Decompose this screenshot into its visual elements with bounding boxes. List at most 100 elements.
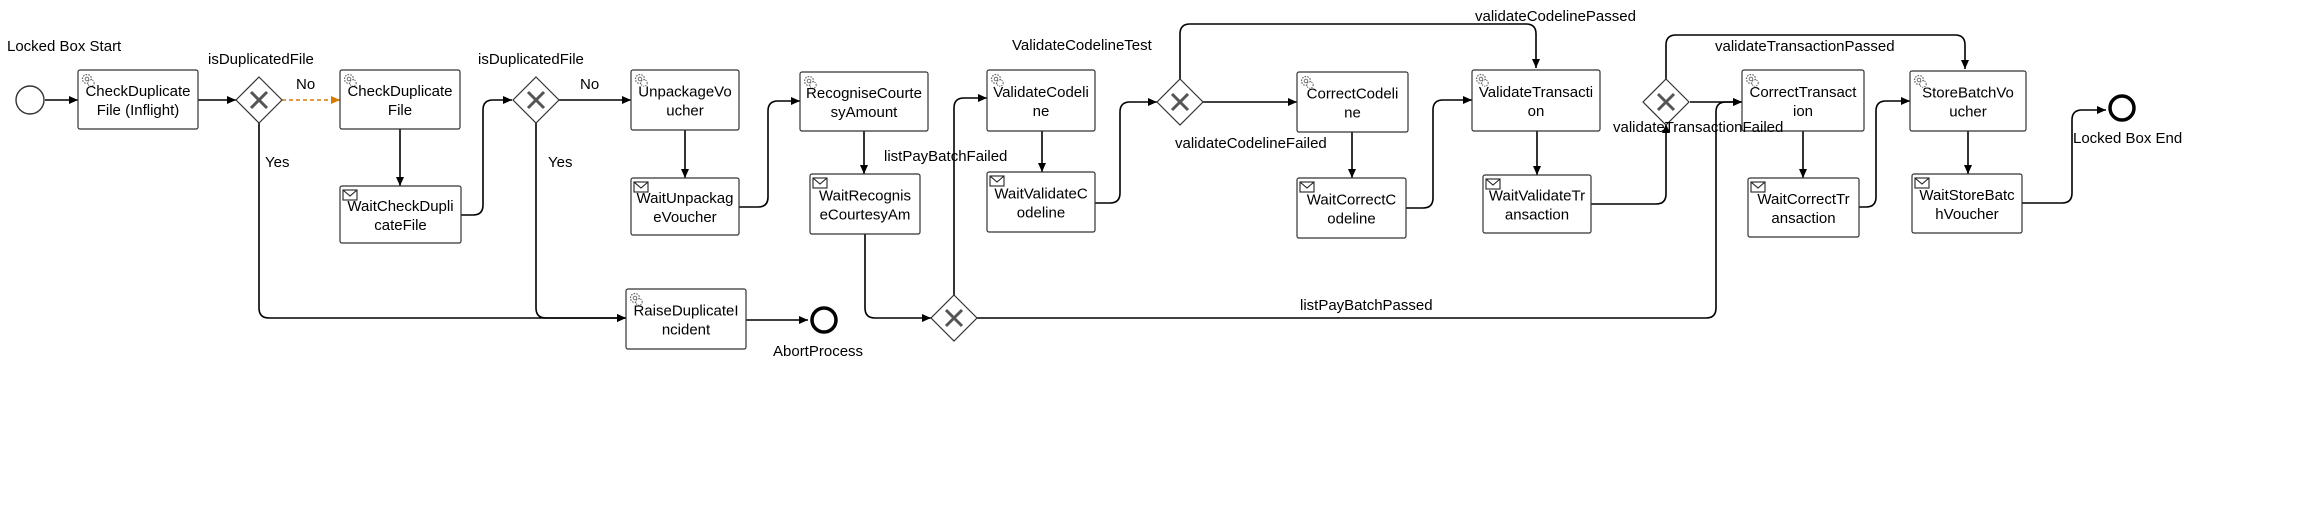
envelope-icon <box>342 189 358 201</box>
envelope-icon <box>1299 181 1315 193</box>
gateway-g2[interactable] <box>512 76 560 124</box>
flow-t10-to-g4[interactable] <box>1095 98 1157 204</box>
gateway-g5[interactable] <box>1642 78 1690 126</box>
flow-t5-to-t7[interactable] <box>739 97 800 208</box>
task-label-line: cateFile <box>374 217 427 234</box>
task-box[interactable] <box>1911 173 2023 234</box>
exclusive-x-icon <box>944 308 964 328</box>
task-label-line: hVoucher <box>1935 206 1998 223</box>
task-label-line: ansaction <box>1505 207 1569 224</box>
task-label-line: odeline <box>1017 205 1065 222</box>
envelope-icon <box>1914 177 1930 189</box>
task-t4[interactable]: UnpackageVo ucher <box>630 69 740 131</box>
flow-t12-to-t13[interactable] <box>1406 96 1472 209</box>
task-label-line: ansaction <box>1771 210 1835 227</box>
task-label-line: RaiseDuplicateI <box>633 303 738 320</box>
flow-t3-to-g2[interactable] <box>461 96 512 216</box>
flow-label-g1-no: No <box>296 76 315 93</box>
flow-g2-yes[interactable] <box>535 123 626 322</box>
task-box[interactable] <box>1296 71 1409 133</box>
task-label-line: WaitCorrectC <box>1307 192 1397 209</box>
flow-t8-to-g3[interactable] <box>864 234 931 322</box>
flow-label-g2-no: No <box>580 76 599 93</box>
task-box[interactable] <box>630 177 740 236</box>
task-box[interactable] <box>1741 69 1865 132</box>
task-box[interactable] <box>986 69 1096 132</box>
end-event-label: Locked Box End <box>2073 130 2182 147</box>
task-box[interactable] <box>625 288 747 350</box>
abort-event-label: AbortProcess <box>773 343 863 360</box>
end-event-main[interactable] <box>2108 94 2136 122</box>
flow-label-codeline-failed: validateCodelineFailed <box>1175 135 1327 152</box>
gateway-g4[interactable] <box>1156 78 1204 126</box>
task-label-line: UnpackageVo <box>638 84 731 101</box>
flow-g4-passed[interactable] <box>1179 23 1540 79</box>
envelope-icon <box>633 181 649 193</box>
flow-t16-to-t17[interactable] <box>1859 97 1910 208</box>
flow-g5-passed[interactable] <box>1665 34 1969 79</box>
task-label: WaitStoreBatc hVoucher <box>1919 187 2015 223</box>
task-label-line: File <box>388 102 412 119</box>
end-event-abort[interactable] <box>810 306 838 334</box>
task-box[interactable] <box>339 69 461 130</box>
task-box[interactable] <box>799 71 929 132</box>
task-box[interactable] <box>1909 70 2027 132</box>
task-label-line: ucher <box>666 103 704 120</box>
task-box[interactable] <box>1296 177 1407 239</box>
task-box[interactable] <box>1471 69 1601 132</box>
task-box[interactable] <box>986 171 1096 233</box>
task-box[interactable] <box>1482 174 1592 234</box>
gateway-g1[interactable] <box>235 76 283 124</box>
task-box[interactable] <box>1747 177 1860 238</box>
task-label-line: CheckDuplicate <box>347 83 452 100</box>
task-label-line: CorrectCodeli <box>1307 86 1399 103</box>
task-label-line: ion <box>1793 103 1813 120</box>
flow-g3-failed[interactable] <box>953 94 987 296</box>
task-label-line: ucher <box>1949 104 1987 121</box>
gateway-1-label: isDuplicatedFile <box>208 51 314 68</box>
gateways-layer <box>235 76 1690 342</box>
gear-icon <box>1745 73 1759 87</box>
gear-icon <box>990 73 1004 87</box>
flow-label-list-passed: listPayBatchPassed <box>1300 297 1433 314</box>
task-t18[interactable]: WaitStoreBatc hVoucher <box>1911 173 2023 234</box>
task-box[interactable] <box>77 69 199 130</box>
gateway-g3[interactable] <box>930 294 978 342</box>
flow-g1-yes[interactable] <box>258 123 626 322</box>
task-box[interactable] <box>809 173 921 235</box>
task-label-line: ValidateCodeli <box>993 84 1089 101</box>
start-event[interactable] <box>15 85 45 115</box>
flow-t18-to-end-main[interactable] <box>2022 106 2106 204</box>
task-box[interactable] <box>630 69 740 131</box>
gear-icon <box>1300 75 1314 89</box>
task-label-line: WaitStoreBatc <box>1919 187 2015 204</box>
flow-t14-to-g5[interactable] <box>1591 124 1670 205</box>
task-box[interactable] <box>339 185 462 244</box>
